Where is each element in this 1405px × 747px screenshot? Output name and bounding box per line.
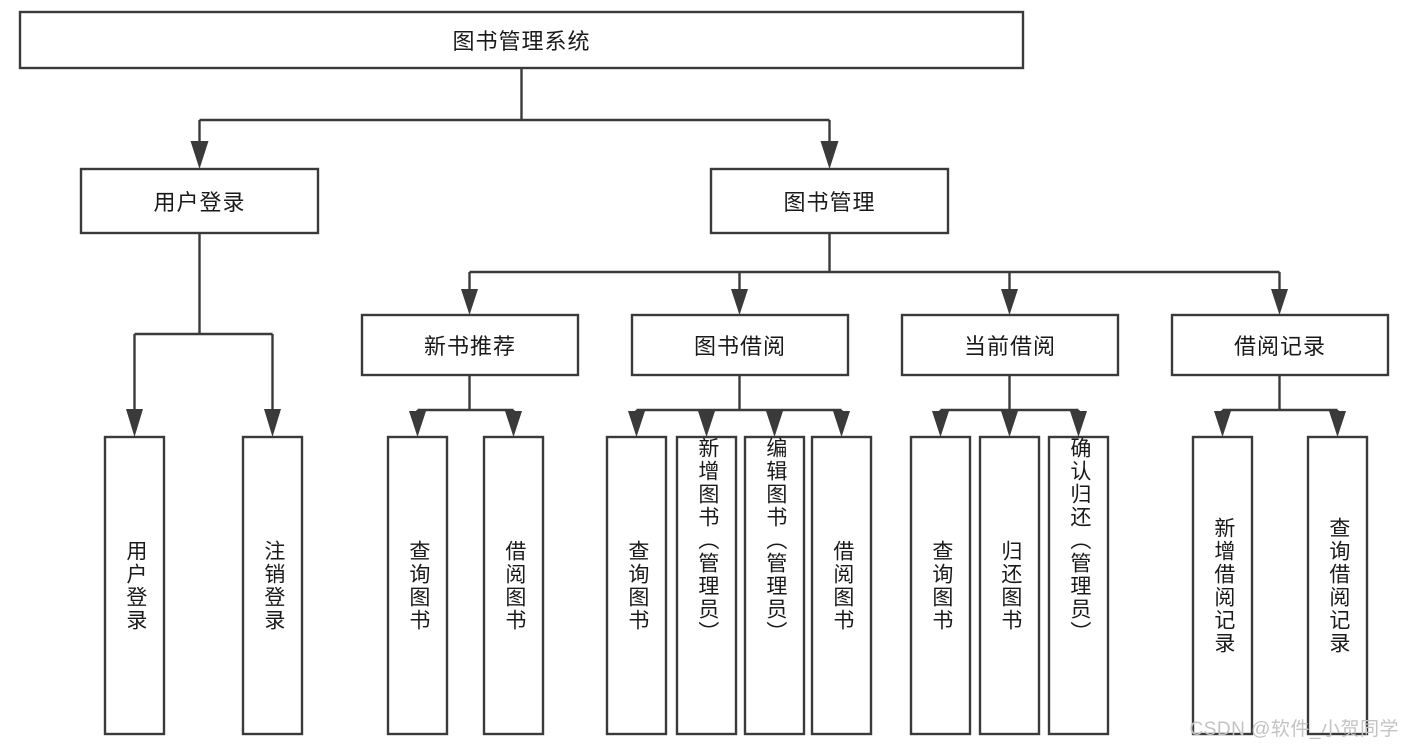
arrowhead-leaf-borrow-book-1 xyxy=(505,411,522,437)
arrowhead-leaf-query-book-2 xyxy=(628,411,645,437)
arrowhead-current-borrow xyxy=(1001,289,1018,315)
arrowhead-borrow-record xyxy=(1271,289,1288,315)
node-leaf-user-login-box[interactable] xyxy=(103,435,166,736)
arrowhead-leaf-confirm-return xyxy=(1070,411,1087,437)
node-leaf-edit-book-box[interactable] xyxy=(743,435,806,736)
arrowhead-leaf-return-book xyxy=(1001,411,1018,437)
node-root-box[interactable] xyxy=(18,10,1025,70)
connector-group-borrow-record xyxy=(1214,375,1346,437)
arrowhead-leaf-edit-book xyxy=(766,411,783,437)
node-new-book-rec-box[interactable] xyxy=(360,313,580,377)
node-book-borrow-box[interactable] xyxy=(630,313,850,377)
connector-group-current-borrow xyxy=(932,375,1087,437)
node-leaf-logout-box[interactable] xyxy=(241,435,304,736)
arrowhead-leaf-query-book-3 xyxy=(932,411,949,437)
node-user-login-box[interactable] xyxy=(79,167,320,235)
node-leaf-add-record-box[interactable] xyxy=(1191,435,1254,736)
node-borrow-record-box[interactable] xyxy=(1170,313,1390,377)
arrowhead-book-manage xyxy=(820,141,839,169)
node-leaf-return-book-box[interactable] xyxy=(978,435,1041,736)
arrowhead-leaf-borrow-book-2 xyxy=(833,411,850,437)
arrowhead-leaf-user-login xyxy=(126,409,143,437)
node-book-manage-box[interactable] xyxy=(709,167,950,235)
node-leaf-query-record-box[interactable] xyxy=(1306,435,1369,736)
connector-group-new-book-rec xyxy=(409,375,522,437)
connector-group-book-borrow xyxy=(628,375,850,437)
node-leaf-query-book-3-box[interactable] xyxy=(909,435,972,736)
arrowhead-leaf-logout xyxy=(264,409,281,437)
node-leaf-borrow-book-1-box[interactable] xyxy=(482,435,545,736)
arrowhead-leaf-add-book xyxy=(698,411,715,437)
arrowhead-new-book-rec xyxy=(461,289,478,315)
connector-group-book-manage xyxy=(461,233,1288,315)
csdn-watermark: CSDN @软件_小贺同学 xyxy=(1189,719,1399,740)
node-leaf-borrow-book-2-box[interactable] xyxy=(810,435,873,736)
node-leaf-confirm-return-box[interactable] xyxy=(1047,435,1110,736)
node-current-borrow-box[interactable] xyxy=(900,313,1120,377)
arrowhead-user-login xyxy=(190,141,209,169)
connector-group-root xyxy=(190,68,839,169)
node-leaf-query-book-1-box[interactable] xyxy=(386,435,449,736)
arrowhead-leaf-add-record xyxy=(1214,411,1231,437)
node-leaf-add-book-box[interactable] xyxy=(675,435,738,736)
connector-group-user-login xyxy=(126,233,281,437)
arrowhead-leaf-query-book-1 xyxy=(409,411,426,437)
node-leaf-query-book-2-box[interactable] xyxy=(605,435,668,736)
arrowhead-leaf-query-record xyxy=(1329,411,1346,437)
arrowhead-book-borrow xyxy=(731,289,748,315)
